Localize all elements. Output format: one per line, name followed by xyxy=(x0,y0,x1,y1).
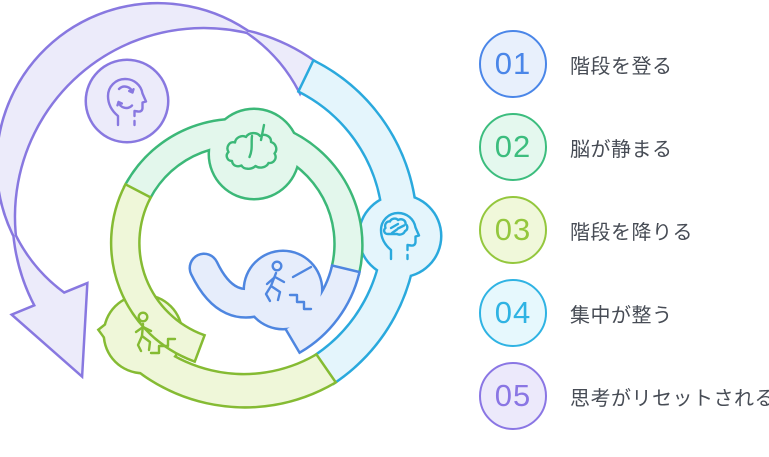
step-item-4: 04 集中が整う xyxy=(479,277,767,349)
person-descending-stairs-icon xyxy=(264,260,313,311)
person-climbing-stairs-icon xyxy=(134,311,177,355)
step-number: 05 xyxy=(494,378,532,413)
head-refresh-icon xyxy=(106,77,148,127)
band-fill xyxy=(100,311,334,407)
step-label: 思考がリセットされる xyxy=(570,387,769,410)
bubble-fill xyxy=(245,252,321,328)
step-number-badge: 01 xyxy=(479,30,547,98)
step-item-2: 02 脳が静まる xyxy=(479,111,767,183)
spiral-segment-green xyxy=(122,107,364,277)
step-number: 01 xyxy=(494,46,532,81)
band-fill xyxy=(126,120,362,274)
step-number: 03 xyxy=(494,212,532,247)
steps-list: 01 階段を登る 02 脳が静まる 03 階段を降りる 04 集中が整う 05 xyxy=(479,28,769,443)
bubble-fill xyxy=(210,110,298,198)
step-number: 04 xyxy=(494,295,532,330)
step-label: 階段を登る xyxy=(570,55,673,78)
band-fill xyxy=(287,267,358,351)
step-item-3: 03 階段を降りる xyxy=(479,194,767,266)
step-number: 02 xyxy=(494,129,532,164)
bubble-fill xyxy=(360,196,440,276)
step-number-badge: 02 xyxy=(479,113,547,181)
band-fill xyxy=(112,186,203,360)
brain-icon xyxy=(225,123,278,170)
band-fill xyxy=(300,62,416,382)
step-label: 階段を降りる xyxy=(570,221,693,244)
step-label: 脳が静まる xyxy=(570,138,673,161)
step-number-badge: 04 xyxy=(479,279,547,347)
step-label: 集中が整う xyxy=(570,304,673,327)
bubble-fill xyxy=(87,61,167,141)
spiral-segment-cyan xyxy=(296,58,443,386)
step-item-1: 01 階段を登る xyxy=(479,28,767,100)
spiral-segment-blue xyxy=(188,249,362,355)
spiral-svg xyxy=(0,1,443,409)
spiral-diagram xyxy=(0,1,443,409)
head-brain-icon xyxy=(379,211,421,261)
step-number-badge: 03 xyxy=(479,196,547,264)
spiral-segment-purple xyxy=(0,1,318,380)
step-number-badge: 05 xyxy=(479,362,547,430)
step-item-5: 05 思考がリセットされる xyxy=(479,360,769,432)
